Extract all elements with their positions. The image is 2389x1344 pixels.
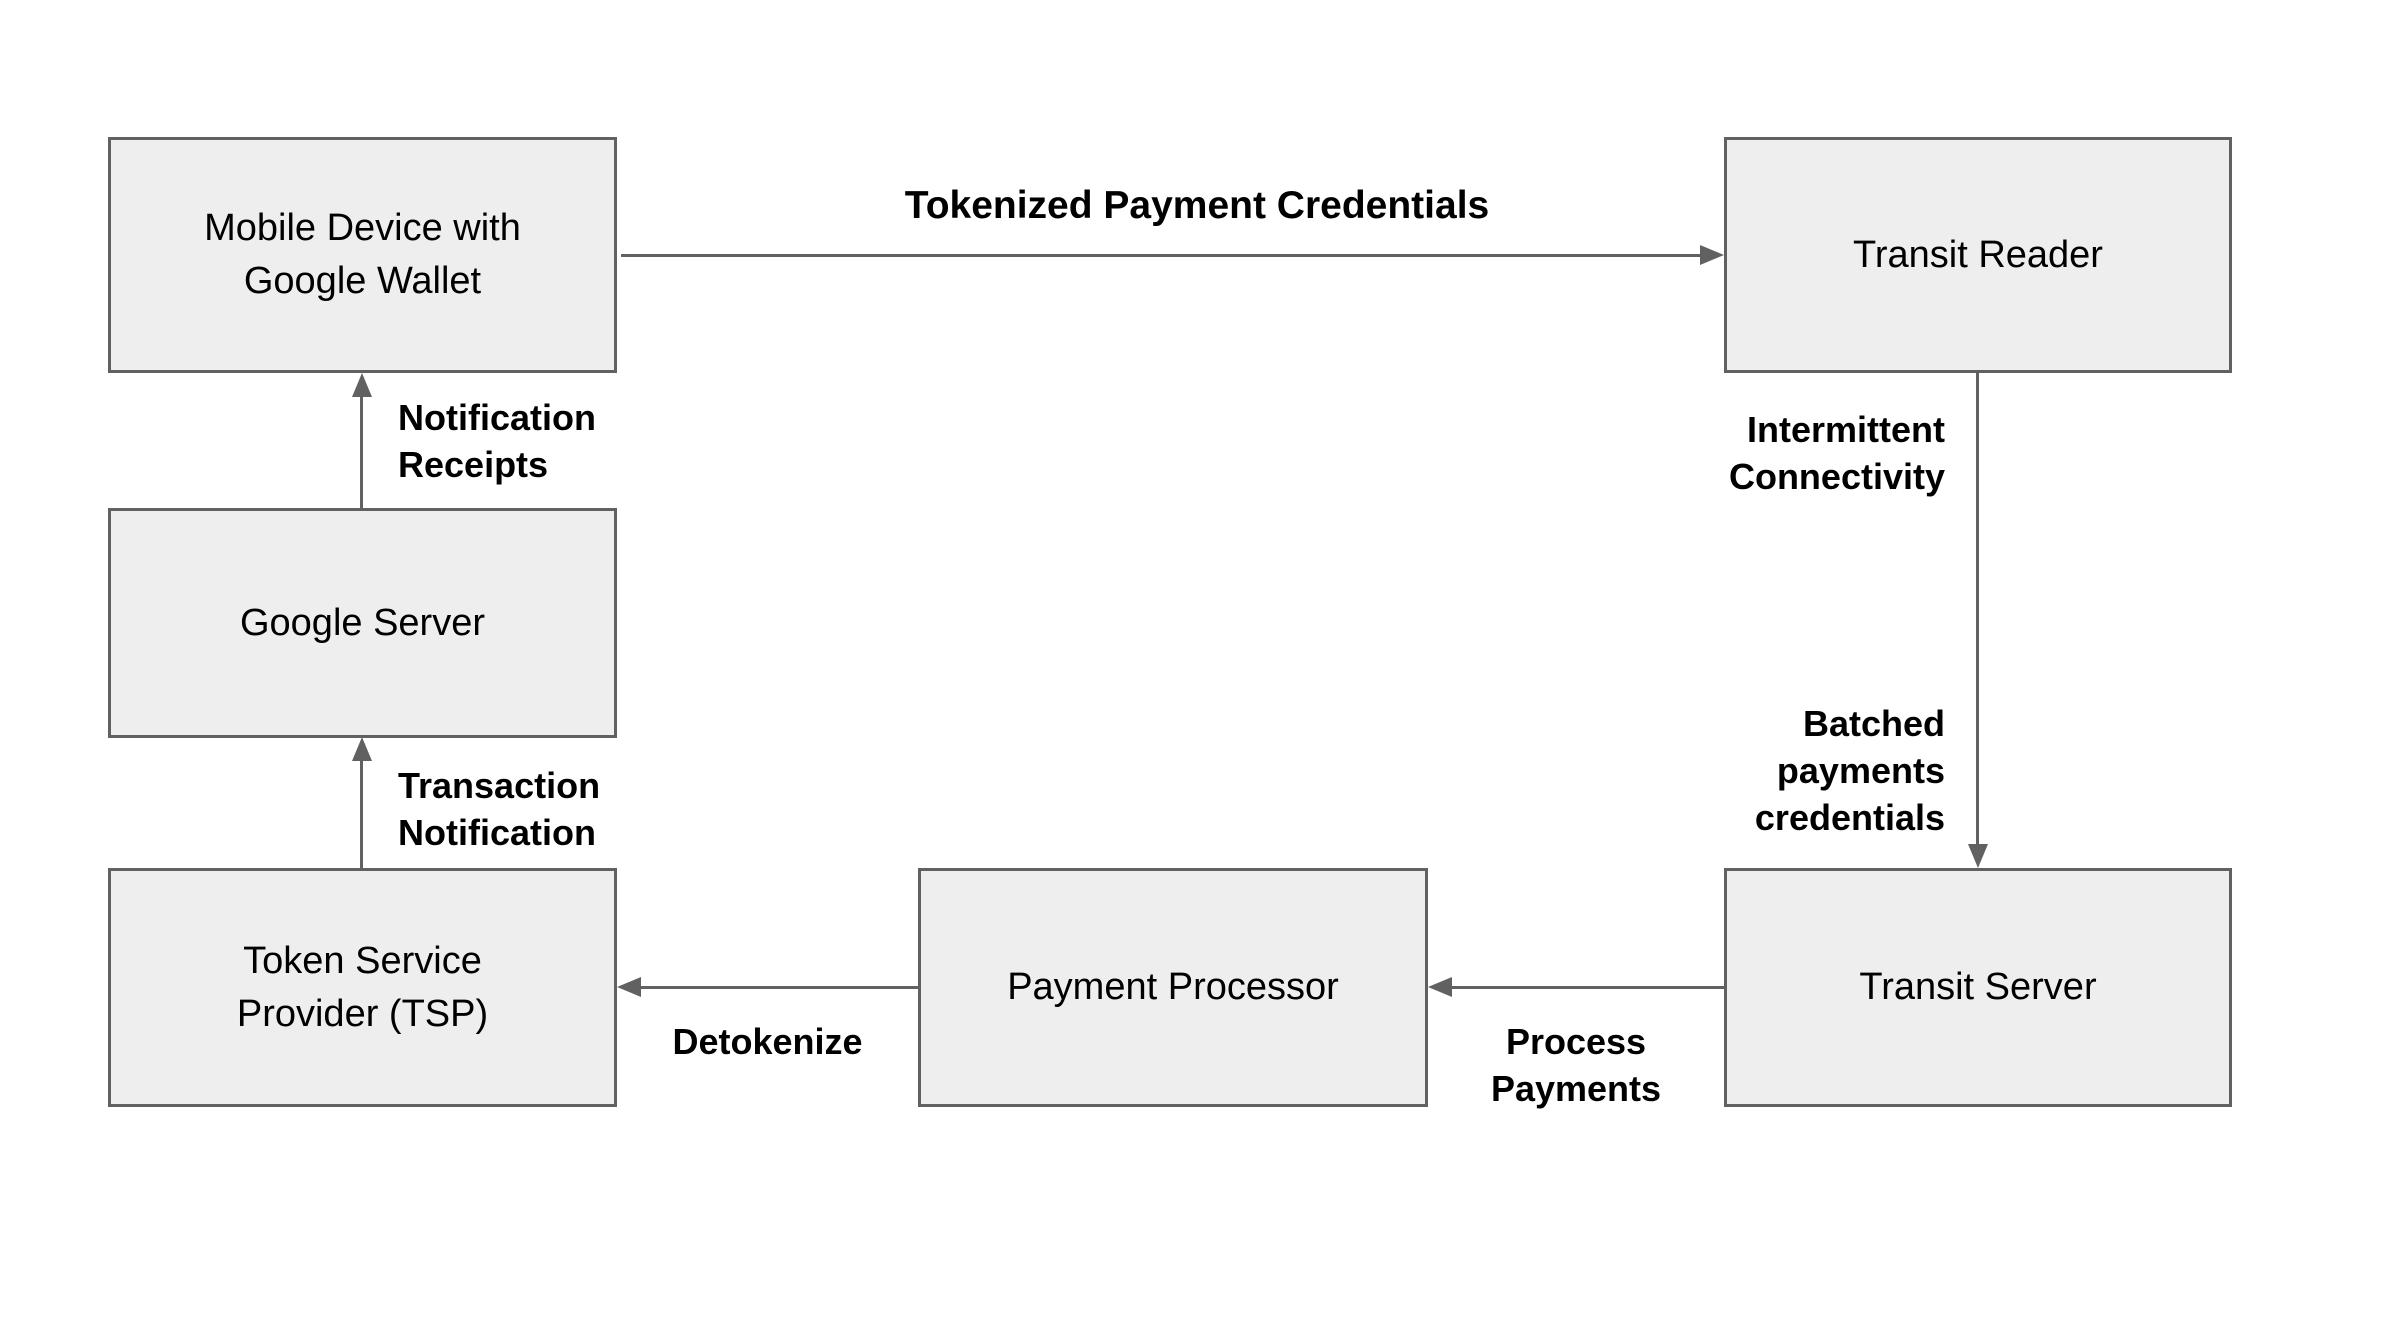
- edge-label-line: Transaction: [398, 765, 601, 806]
- node-label-line: Transit Reader: [1853, 233, 2103, 276]
- arrow-tokenized-payment-credentials-line: [621, 254, 1700, 257]
- edge-label-line: Connectivity: [1728, 456, 1945, 497]
- edge-label-intermittent-connectivity: Intermittent Connectivity: [1645, 406, 1945, 500]
- edge-label-batched-payments-credentials: Batched payments credentials: [1645, 700, 1945, 841]
- arrowhead-right-icon: [1700, 245, 1724, 265]
- node-transit-reader: Transit Reader: [1724, 137, 2232, 373]
- edge-label-line: Intermittent: [1747, 409, 1945, 450]
- node-label-line: Provider (TSP): [236, 992, 489, 1035]
- arrowhead-up-icon: [352, 737, 372, 761]
- arrow-transaction-notification-line: [360, 761, 363, 868]
- node-token-service-provider: Token Service Provider (TSP): [108, 868, 617, 1107]
- arrow-batched-payments-credentials-line: [1976, 373, 1979, 844]
- edge-label-line: Receipts: [398, 444, 549, 485]
- node-google-server: Google Server: [108, 508, 617, 738]
- arrow-detokenize-line: [641, 986, 918, 989]
- node-label-line: Google Server: [239, 601, 485, 644]
- node-label-line: Token Service: [243, 939, 482, 982]
- node-label-line: Transit Server: [1859, 966, 2097, 1008]
- node-payment-processor: Payment Processor: [918, 868, 1428, 1107]
- edge-label-line: Batched: [1802, 703, 1945, 744]
- node-label-line: Google Wallet: [243, 260, 482, 302]
- edge-label-line: Notification: [398, 812, 596, 853]
- arrowhead-down-icon: [1968, 844, 1988, 868]
- edge-label-line: Payments: [1490, 1068, 1662, 1109]
- node-mobile-device-google-wallet: Mobile Device with Google Wallet: [108, 137, 617, 373]
- edge-label-tokenized-payment-credentials: Tokenized Payment Credentials: [637, 182, 1757, 229]
- edge-label-line: payments: [1776, 750, 1945, 791]
- edge-label-detokenize: Detokenize: [617, 1018, 918, 1065]
- arrowhead-up-icon: [352, 373, 372, 397]
- arrowhead-left-icon: [1428, 977, 1452, 997]
- edge-label-process-payments: Process Payments: [1428, 1018, 1724, 1112]
- edge-label-line: credentials: [1754, 797, 1945, 838]
- node-label-line: Mobile Device with: [204, 207, 521, 249]
- edge-label-line: Detokenize: [672, 1021, 863, 1062]
- node-transit-server: Transit Server: [1724, 868, 2232, 1107]
- edge-label-line: Notification: [398, 397, 596, 438]
- node-label-line: Payment Processor: [1007, 966, 1339, 1008]
- edge-label-line: Process: [1505, 1021, 1647, 1062]
- edge-label-line: Tokenized Payment Credentials: [904, 184, 1490, 227]
- arrow-notification-receipts-line: [360, 397, 363, 508]
- edge-label-transaction-notification: Transaction Notification: [398, 762, 818, 856]
- arrowhead-left-icon: [617, 977, 641, 997]
- arrow-process-payments-line: [1452, 986, 1724, 989]
- edge-label-notification-receipts: Notification Receipts: [398, 394, 818, 488]
